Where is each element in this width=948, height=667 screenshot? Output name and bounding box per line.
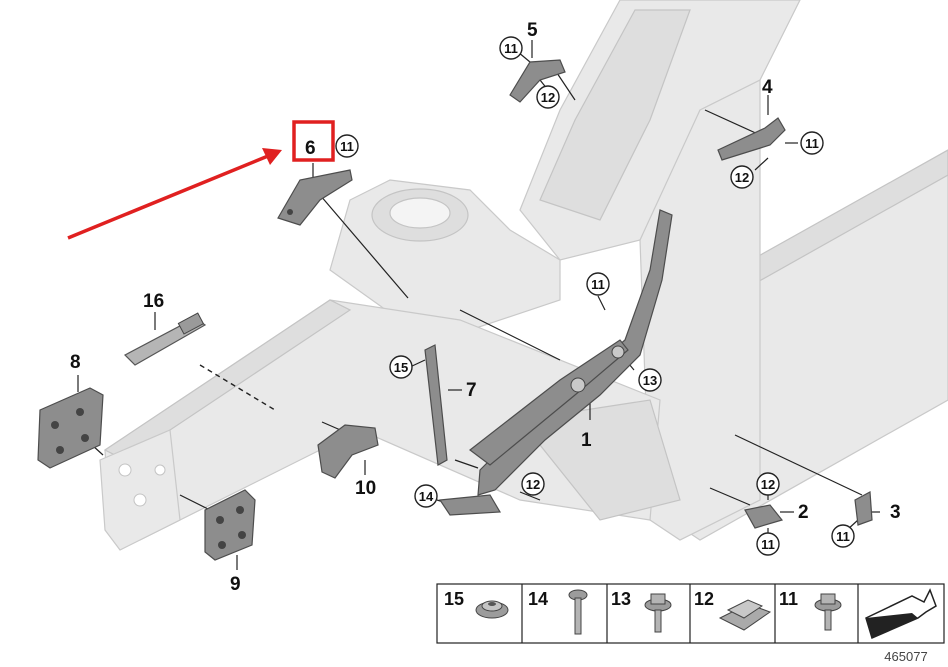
part-2-bracket — [744, 504, 784, 529]
car-body-structure — [99, 0, 948, 551]
svg-text:11: 11 — [805, 136, 819, 151]
svg-text:11: 11 — [761, 537, 775, 552]
arrow-head-icon — [262, 148, 282, 165]
label-3: 3 — [890, 502, 901, 523]
callout-12: 12 — [536, 85, 560, 109]
highlight-arrow — [67, 154, 269, 240]
part-5-bracket — [509, 59, 566, 103]
svg-text:14: 14 — [419, 489, 434, 504]
highlight-annotation — [67, 120, 335, 240]
flange-bolt-icon — [644, 593, 672, 633]
callout-12: 12 — [756, 472, 780, 496]
part-7-strap — [424, 344, 448, 466]
callout-11: 11 — [499, 36, 523, 60]
callouts: 11 11 12 11 12 11 13 15 14 12 12 11 11 — [335, 36, 855, 556]
label-7: 7 — [466, 380, 477, 401]
nut-icon — [475, 600, 509, 619]
svg-text:13: 13 — [643, 373, 657, 388]
svg-text:12: 12 — [735, 170, 749, 185]
legend-12-label: 12 — [694, 589, 714, 609]
legend-14-label: 14 — [528, 589, 548, 609]
label-8: 8 — [70, 352, 81, 373]
svg-text:11: 11 — [504, 41, 518, 56]
orientation-arrow-icon — [865, 588, 937, 640]
callout-11: 11 — [800, 131, 824, 155]
highlight-box — [292, 120, 335, 162]
part-labels: 6 5 4 1 2 3 7 8 9 10 16 — [70, 20, 901, 595]
callout-12: 12 — [730, 165, 754, 189]
label-10: 10 — [355, 478, 376, 499]
callout-13: 13 — [638, 368, 662, 392]
svg-text:12: 12 — [541, 90, 555, 105]
legend-13-label: 13 — [611, 589, 631, 609]
svg-text:12: 12 — [526, 477, 540, 492]
callout-11: 11 — [586, 272, 610, 296]
callout-11: 11 — [756, 532, 780, 556]
svg-text:12: 12 — [761, 477, 775, 492]
svg-text:11: 11 — [836, 529, 850, 544]
label-9: 9 — [230, 574, 241, 595]
label-16: 16 — [143, 291, 164, 312]
legend-11-label: 11 — [779, 589, 798, 609]
callout-11: 11 — [335, 134, 359, 158]
parts — [37, 59, 873, 561]
callout-14: 14 — [414, 484, 438, 508]
label-1: 1 — [581, 430, 592, 451]
legend-15-label: 15 — [444, 589, 464, 609]
callout-11: 11 — [831, 524, 855, 548]
svg-text:11: 11 — [340, 139, 354, 154]
label-5: 5 — [527, 20, 538, 41]
reference-number: 465077 — [884, 649, 927, 664]
label-2: 2 — [798, 502, 809, 523]
clip-nut-icon — [718, 599, 772, 631]
part-3-bracket — [854, 491, 873, 526]
svg-text:15: 15 — [394, 360, 408, 375]
part-14-bracket — [438, 494, 502, 516]
callout-15: 15 — [389, 355, 413, 379]
part-4-bracket — [717, 117, 786, 161]
bolt-icon — [814, 593, 842, 631]
part-10-bracket — [317, 424, 379, 479]
svg-text:11: 11 — [591, 277, 605, 292]
part-8-plate — [37, 387, 104, 469]
callout-12: 12 — [521, 472, 545, 496]
label-4: 4 — [762, 77, 773, 98]
label-6: 6 — [305, 138, 316, 159]
long-bolt-icon — [568, 589, 588, 635]
part-6-bracket — [277, 169, 353, 226]
fastener-legend: 15 14 13 12 11 — [436, 583, 945, 644]
